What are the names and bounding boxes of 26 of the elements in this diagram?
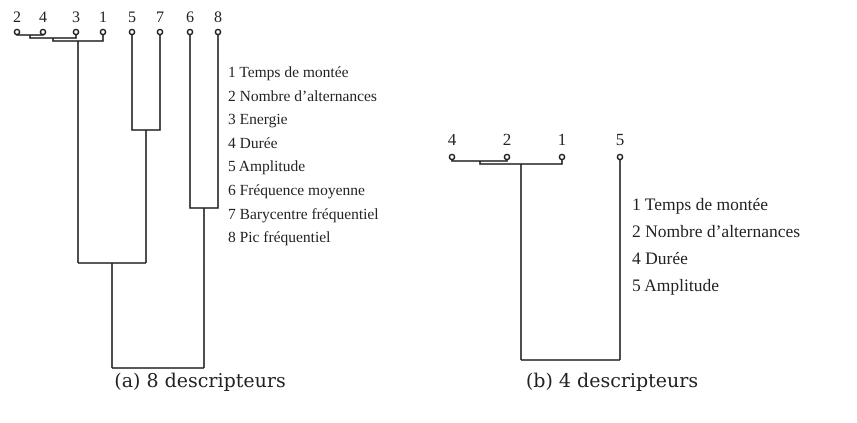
leaf-number: 4 bbox=[448, 131, 456, 148]
legend-entry: 5 Amplitude bbox=[228, 159, 306, 175]
legend-entry: 2 Nombre d’alternances bbox=[632, 223, 800, 240]
legend-entry: 7 Barycentre fréquentiel bbox=[228, 206, 379, 222]
legend-entry: 6 Fréquence moyenne bbox=[228, 183, 365, 198]
legend-entry: 2 Nombre d’alternances bbox=[228, 88, 377, 104]
leaf-number: 8 bbox=[214, 10, 222, 26]
leaf-number: 5 bbox=[128, 10, 136, 26]
legend-entry: 4 Durée bbox=[632, 250, 688, 268]
leaf-number: 3 bbox=[72, 10, 80, 26]
legend-entry: 8 Pic fréquentiel bbox=[228, 230, 330, 246]
leaf-number: 5 bbox=[616, 131, 624, 148]
figure-caption: (a) 8 descripteurs bbox=[114, 372, 286, 391]
legend-entry: 5 Amplitude bbox=[632, 277, 720, 294]
legend-entry: 1 Temps de montée bbox=[632, 196, 768, 214]
figure-caption: (b) 4 descripteurs bbox=[526, 372, 698, 391]
leaf-number: 4 bbox=[39, 10, 47, 26]
leaf-number: 7 bbox=[156, 10, 164, 26]
leaf-number: 6 bbox=[186, 10, 194, 26]
leaf-number: 1 bbox=[558, 131, 566, 148]
legend-entry: 1 Temps de montée bbox=[228, 65, 348, 80]
leaf-number: 2 bbox=[502, 131, 512, 148]
leaf-number: 1 bbox=[99, 10, 107, 26]
legend-entry: 4 Durée bbox=[228, 136, 278, 152]
legend-entry: 3 Energie bbox=[228, 112, 288, 128]
leaf-number: 2 bbox=[13, 10, 21, 26]
